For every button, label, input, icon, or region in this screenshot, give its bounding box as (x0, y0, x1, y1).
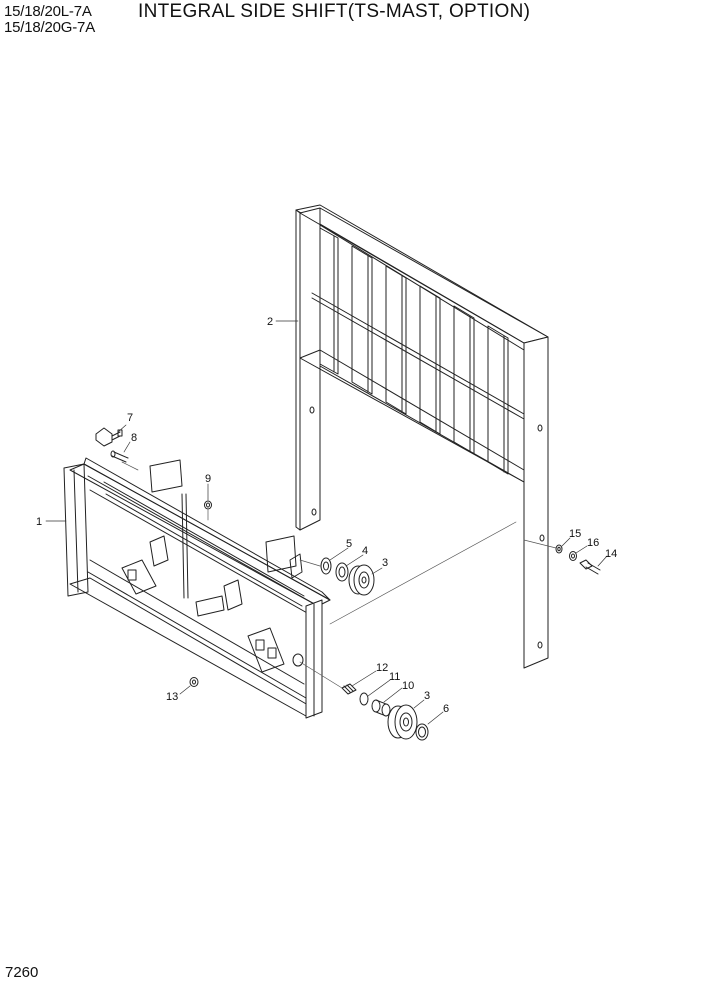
part-14-bolt (579, 559, 601, 575)
callout-5: 5 (346, 538, 352, 550)
page-title: INTEGRAL SIDE SHIFT(TS-MAST, OPTION) (138, 1, 531, 22)
backrest-part (295, 204, 549, 669)
page-number: 7260 (5, 964, 39, 981)
part-7-fitting (95, 427, 123, 447)
part-3-roller-lower (387, 704, 418, 740)
part-3-roller-upper (348, 564, 375, 596)
small-parts (95, 427, 601, 741)
callout-16: 16 (587, 537, 599, 549)
part-10-bushing (371, 699, 391, 717)
model-code-line2: 15/18/20G-7A (4, 19, 95, 36)
part-8-pin (110, 450, 129, 463)
part-4-washer (335, 562, 349, 582)
part-15-washer (555, 544, 563, 554)
callout-3-upper: 3 (382, 557, 388, 569)
callout-2: 2 (267, 316, 273, 328)
callout-7: 7 (127, 412, 133, 424)
callout-labels: 1 2 7 8 9 13 5 4 3 12 11 10 3 6 15 16 14 (36, 316, 617, 715)
part-16-washer (569, 551, 577, 561)
callout-12: 12 (376, 662, 388, 674)
callout-11: 11 (389, 671, 400, 683)
callout-15: 15 (569, 528, 581, 540)
callout-14: 14 (605, 548, 617, 560)
leader-lines (45, 320, 608, 725)
callout-4: 4 (362, 545, 368, 557)
part-9-nut (204, 500, 212, 510)
part-11-ring (359, 692, 369, 706)
callout-9: 9 (205, 473, 211, 485)
model-code-line1: 15/18/20L-7A (4, 3, 92, 20)
part-6-snap-ring (415, 723, 429, 741)
part-13-nut (189, 677, 199, 687)
assembly-guide-lines (121, 461, 557, 689)
callout-3-lower: 3 (424, 690, 430, 702)
callout-10: 10 (402, 680, 414, 692)
callout-8: 8 (131, 432, 137, 444)
callout-6: 6 (443, 703, 449, 715)
callout-13: 13 (166, 691, 178, 703)
carriage-part (63, 457, 331, 719)
part-12-screw (341, 683, 357, 695)
part-5-washer (320, 557, 332, 575)
callout-1: 1 (36, 516, 42, 528)
